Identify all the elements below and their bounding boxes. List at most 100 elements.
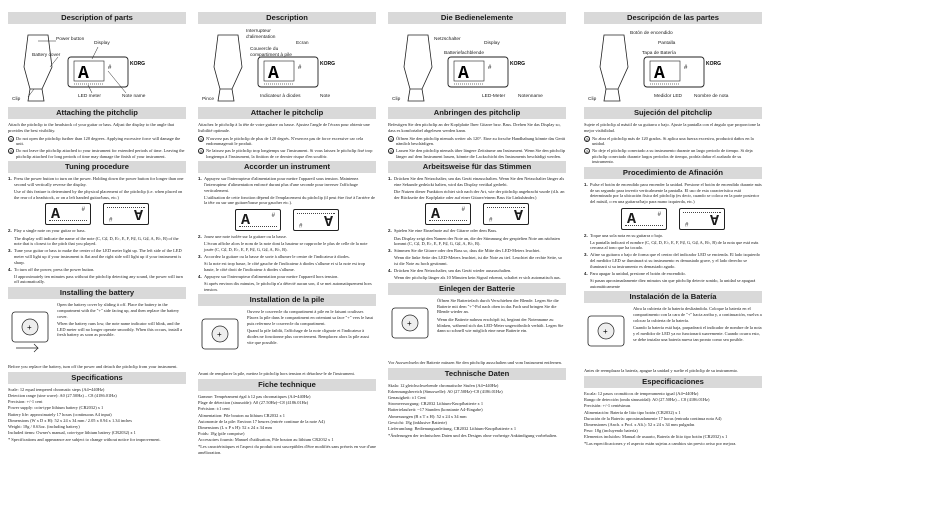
prohibit-icon: ⊘ [584, 147, 590, 154]
svg-text:#: # [488, 65, 492, 71]
step-2-note: The display will indicate the name of th… [14, 235, 179, 247]
battery-illustration: + [587, 315, 625, 347]
step-1: 1.Pulse el botón de encendido para encen… [584, 182, 762, 204]
step-1: 1.Appuyez sur l'interrupteur d'alimentat… [198, 176, 359, 193]
step-1-note: Use of this feature is determined by the… [14, 189, 183, 200]
parts-diagram: A # KORG Botón de encendido Pantalla Tap… [584, 27, 762, 105]
step-1: 1.Press the power button to turn on the … [8, 176, 184, 188]
specs-list: Gamme: Tempérament égal à 12 pas chromat… [198, 394, 376, 455]
specs-list: Scale: 12 equal tempered chromatic steps… [8, 387, 186, 443]
footnote: * Specifications and appearance are subj… [8, 437, 161, 443]
heading-attach: Attaching the pitchclip [8, 107, 186, 120]
svg-text:+: + [407, 319, 412, 328]
label-clip: Clip [588, 97, 597, 103]
heading-attach: Sujeción del pitchclip [584, 107, 762, 120]
heading-tuning: Arbeitsweise für das Stimmen [388, 161, 566, 174]
column-english: Description of parts A # KORG Power butt… [8, 10, 186, 526]
brand-logo: KORG [706, 61, 721, 67]
heading-battery: Instalación de la Batería [584, 291, 762, 304]
prohibit-icon: ⊘ [8, 147, 14, 154]
footnote: *Les caractéristiques et l'aspect du pro… [198, 444, 376, 455]
svg-text:+: + [27, 323, 32, 332]
heading-specs: Especificaciones [584, 376, 762, 389]
footnote: *Änderungen der technischen Daten und de… [388, 432, 558, 438]
display-examples: A# A# [388, 203, 566, 226]
tuner-illustration: A # KORG [23, 34, 145, 102]
prohibit-icon: ⊘ [388, 147, 394, 154]
battery-illustration: + [201, 318, 239, 350]
step-2: 2.Toque una sola nota en su guitarra o b… [584, 232, 664, 238]
svg-text:+: + [217, 330, 222, 339]
heading-tuning: Procedimiento de Afinación [584, 166, 762, 180]
label-clip: Pince [202, 97, 214, 103]
heading-parts: Die Bedienelemente [388, 12, 566, 25]
svg-text:#: # [108, 65, 112, 71]
svg-text:A: A [654, 64, 665, 84]
step-3: 3.Stimmen Sie die Gitarre oder den Bass … [388, 248, 541, 254]
svg-text:+: + [603, 327, 608, 336]
step-3: 3.Accordez la guitare ou la basse de sor… [198, 253, 350, 259]
heading-attach: Anbringen des pitchclip [388, 107, 566, 120]
step-4: 4.Appuyez sur l'interrupteur d'alimentat… [198, 273, 339, 279]
attach-text: Attach the pitchclip to the headstock of… [8, 122, 175, 134]
label-led-meter: Indicateur à diodes [260, 94, 301, 100]
tuner-illustration: A # KORG [599, 34, 721, 102]
prohibit-icon: ⊘ [584, 135, 590, 142]
heading-battery: Einlegen der Batterie [388, 282, 566, 296]
step-4: 4.Para apagar la unidad, presione el bot… [584, 270, 686, 276]
heading-specs: Specifications [8, 371, 186, 385]
label-note-name: Nombre de nota [694, 94, 729, 100]
tuner-illustration: A # KORG [213, 34, 335, 102]
step-4: 4.Drücken Sie den Netzschalter, um das G… [388, 268, 512, 274]
footnote: *Las especificaciones y el aspecto están… [584, 441, 737, 447]
display-screen-inverted: A# [483, 203, 529, 226]
display-examples: A# A# [584, 207, 762, 230]
heading-tuning: Tuning procedure [8, 161, 186, 174]
label-led-meter: LED meter [78, 94, 101, 100]
display-examples: A# A# [8, 203, 186, 226]
label-battery-cover: Couvercle du compartiment à pile [250, 47, 292, 59]
column-french: Description A # KORG Interrupteur d'alim… [198, 12, 376, 455]
step-1: 1.Drücken Sie den Netzschalter, um das G… [388, 176, 565, 188]
label-display: Pantalla [658, 41, 676, 47]
battery-text-1: Open the battery cover by sliding it off… [57, 302, 180, 319]
parts-diagram: A # KORG Power button Battery cover Disp… [8, 27, 186, 105]
battery-illustration: + [391, 307, 429, 339]
svg-text:A: A [78, 64, 89, 84]
parts-diagram: A # KORG Netzschalter Batteriefachblende… [388, 27, 566, 105]
specs-list: Escala: 12 pasos cromáticos de temperame… [584, 391, 762, 447]
step-3: 3.Afine su guitarra o bajo de forma que … [584, 252, 760, 269]
heading-specs: Fiche technique [198, 379, 376, 392]
specs-list: Skala: 12 gleichschwebende chromatische … [388, 383, 566, 439]
warning-angle: ⊘Do not open the pitchclip further than … [8, 135, 181, 147]
label-power-button: Power button [56, 37, 85, 43]
battery-text-2: When the battery runs low, the note name… [57, 321, 183, 338]
label-led-meter: Medidor LED [654, 94, 682, 100]
svg-text:A: A [268, 64, 279, 84]
step-2: 2.Spielen Sie eine Einzelnote auf der Gi… [388, 228, 498, 234]
column-german: Die Bedienelemente A # KORG Netzschalter… [388, 12, 566, 439]
step-2: 2.Jouez une note isolée sur la guitare o… [198, 234, 287, 240]
label-note-name: Notenname [518, 94, 543, 100]
label-display: Display [94, 41, 110, 47]
display-screen-inverted: A# [679, 207, 725, 230]
prohibit-icon: ⊘ [198, 135, 204, 142]
display-examples: A# A# [198, 209, 376, 232]
label-display: Ecran [296, 41, 309, 47]
label-note-name: Note [320, 94, 331, 100]
label-note-name: Note name [122, 94, 146, 100]
column-spanish: Descripción de las partes A # KORG Botón… [584, 12, 762, 447]
heading-parts: Descripción de las partes [584, 12, 762, 25]
warning-duration: ⊘Do not leave the pitchclip attached to … [8, 147, 185, 159]
label-power-button: Interrupteur d'alimentation [246, 29, 276, 41]
svg-text:#: # [298, 65, 302, 71]
label-power-button: Netzschalter [434, 37, 461, 43]
display-screen: A# [45, 203, 91, 226]
brand-logo: KORG [320, 61, 335, 67]
heading-parts: Description [198, 12, 376, 25]
prohibit-icon: ⊘ [388, 135, 394, 142]
display-screen-inverted: A# [103, 203, 149, 226]
heading-specs: Technische Daten [388, 367, 566, 380]
display-screen: A# [235, 209, 281, 232]
svg-text:A: A [458, 64, 469, 84]
